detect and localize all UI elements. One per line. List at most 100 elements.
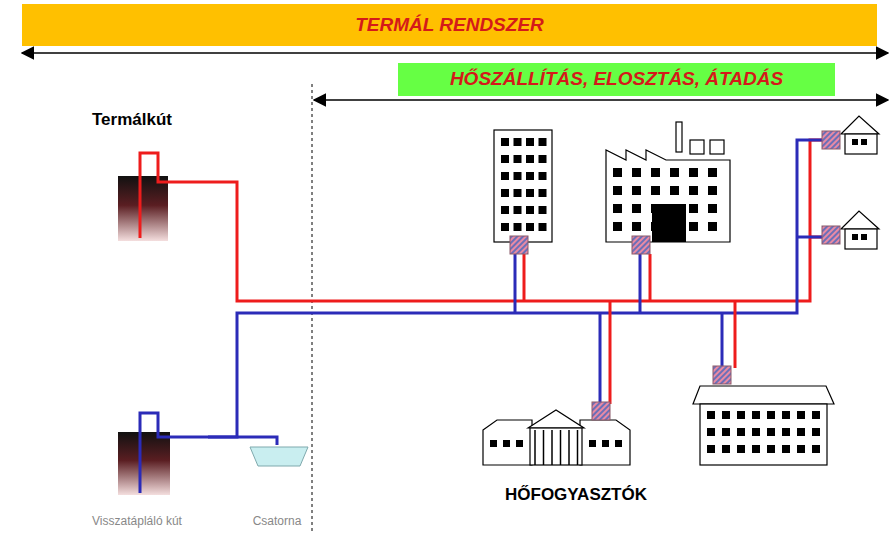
window xyxy=(539,206,547,214)
window xyxy=(707,411,715,419)
window xyxy=(737,428,745,436)
return-pipe xyxy=(721,313,724,368)
window xyxy=(526,206,534,214)
window xyxy=(752,428,760,436)
window xyxy=(539,189,547,197)
wing xyxy=(580,420,630,465)
column xyxy=(568,430,570,465)
building-body xyxy=(494,130,552,242)
heat-exchanger xyxy=(822,226,840,244)
house xyxy=(822,116,879,154)
supply-pipe xyxy=(734,301,737,368)
system-band: TERMÁL RENDSZER xyxy=(22,4,877,46)
window xyxy=(852,139,858,145)
window xyxy=(526,155,534,163)
building-body xyxy=(700,404,827,465)
node-label: TERMÁL RENDSZER xyxy=(355,14,544,37)
window xyxy=(737,445,745,453)
window xyxy=(708,168,717,177)
window xyxy=(782,445,790,453)
window xyxy=(501,189,509,197)
window xyxy=(737,411,745,419)
return-pipe xyxy=(797,236,822,239)
window xyxy=(797,428,805,436)
window xyxy=(615,440,622,447)
window xyxy=(708,204,717,213)
window xyxy=(539,138,547,146)
pediment xyxy=(528,410,584,428)
window xyxy=(514,138,522,146)
reinjection-well-node: Visszatápláló kút xyxy=(66,426,208,530)
column xyxy=(560,430,562,465)
apartment-building xyxy=(494,130,552,254)
window xyxy=(707,428,715,436)
window xyxy=(782,428,790,436)
boundary-line xyxy=(312,84,313,533)
window xyxy=(490,440,497,447)
channel-node: Csatorna xyxy=(235,445,319,530)
window xyxy=(651,186,660,195)
window xyxy=(526,223,534,231)
window xyxy=(501,155,509,163)
window xyxy=(812,445,820,453)
buildings xyxy=(483,116,879,465)
window xyxy=(689,186,698,195)
window xyxy=(514,206,522,214)
factory xyxy=(606,122,730,254)
window xyxy=(526,138,534,146)
return-pipe-connector xyxy=(208,437,277,445)
window xyxy=(752,445,760,453)
tank xyxy=(690,140,704,154)
return-pipe xyxy=(599,313,602,404)
window xyxy=(539,223,547,231)
roof xyxy=(841,211,879,229)
window xyxy=(797,445,805,453)
window xyxy=(670,186,679,195)
heat-exchanger xyxy=(592,402,610,420)
column xyxy=(534,430,536,465)
column xyxy=(551,430,553,465)
range-arrow xyxy=(22,52,888,54)
roof xyxy=(841,116,879,134)
window xyxy=(797,411,805,419)
window xyxy=(516,440,523,447)
wing xyxy=(483,420,532,465)
heat-exchanger xyxy=(510,236,528,254)
window xyxy=(752,411,760,419)
channel-basin xyxy=(250,447,308,466)
window xyxy=(689,168,698,177)
window xyxy=(689,222,698,231)
window xyxy=(767,411,775,419)
window xyxy=(632,186,641,195)
window xyxy=(503,440,510,447)
supply-pipe xyxy=(140,140,832,301)
window xyxy=(812,428,820,436)
window xyxy=(501,138,509,146)
window xyxy=(632,222,641,231)
house xyxy=(822,211,879,249)
column xyxy=(577,430,579,465)
window xyxy=(722,445,730,453)
office-building xyxy=(693,366,834,465)
house-body xyxy=(845,229,877,249)
supply-pipe xyxy=(649,254,652,301)
window xyxy=(708,186,717,195)
window xyxy=(514,189,522,197)
thermal-well xyxy=(118,176,168,241)
node-label: Csatorna xyxy=(253,514,302,528)
node-label: Visszatápláló kút xyxy=(92,514,182,528)
column xyxy=(543,430,545,465)
window xyxy=(632,168,641,177)
supply-pipe xyxy=(609,301,612,404)
window xyxy=(526,172,534,180)
transport-band: HŐSZÁLLÍTÁS, ELOSZTÁS, ÁTADÁS xyxy=(398,63,835,96)
heat-exchanger xyxy=(822,131,840,149)
heat-exchanger xyxy=(713,366,731,384)
window xyxy=(613,204,622,213)
roof xyxy=(693,386,834,404)
heat-exchanger xyxy=(632,236,650,254)
pipes xyxy=(140,140,832,493)
window xyxy=(707,445,715,453)
window xyxy=(812,411,820,419)
